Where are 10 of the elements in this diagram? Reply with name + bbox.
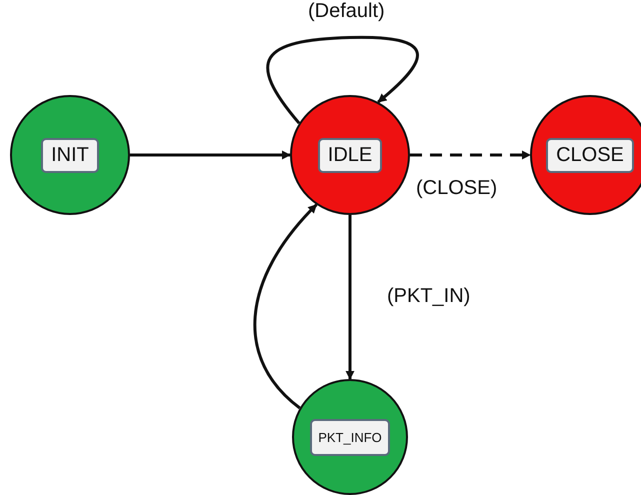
edge-label: (PKT_IN) bbox=[385, 285, 472, 308]
transition-arrow bbox=[266, 36, 419, 124]
state-label: CLOSE bbox=[546, 138, 634, 172]
state-label: IDLE bbox=[318, 138, 382, 172]
state-label: PKT_INFO bbox=[310, 418, 390, 456]
transition-arrow bbox=[346, 215, 354, 380]
transition-arrow bbox=[130, 150, 291, 160]
transition-arrow bbox=[254, 204, 318, 410]
transition-arrow bbox=[410, 150, 531, 160]
state-label: INIT bbox=[41, 138, 99, 172]
